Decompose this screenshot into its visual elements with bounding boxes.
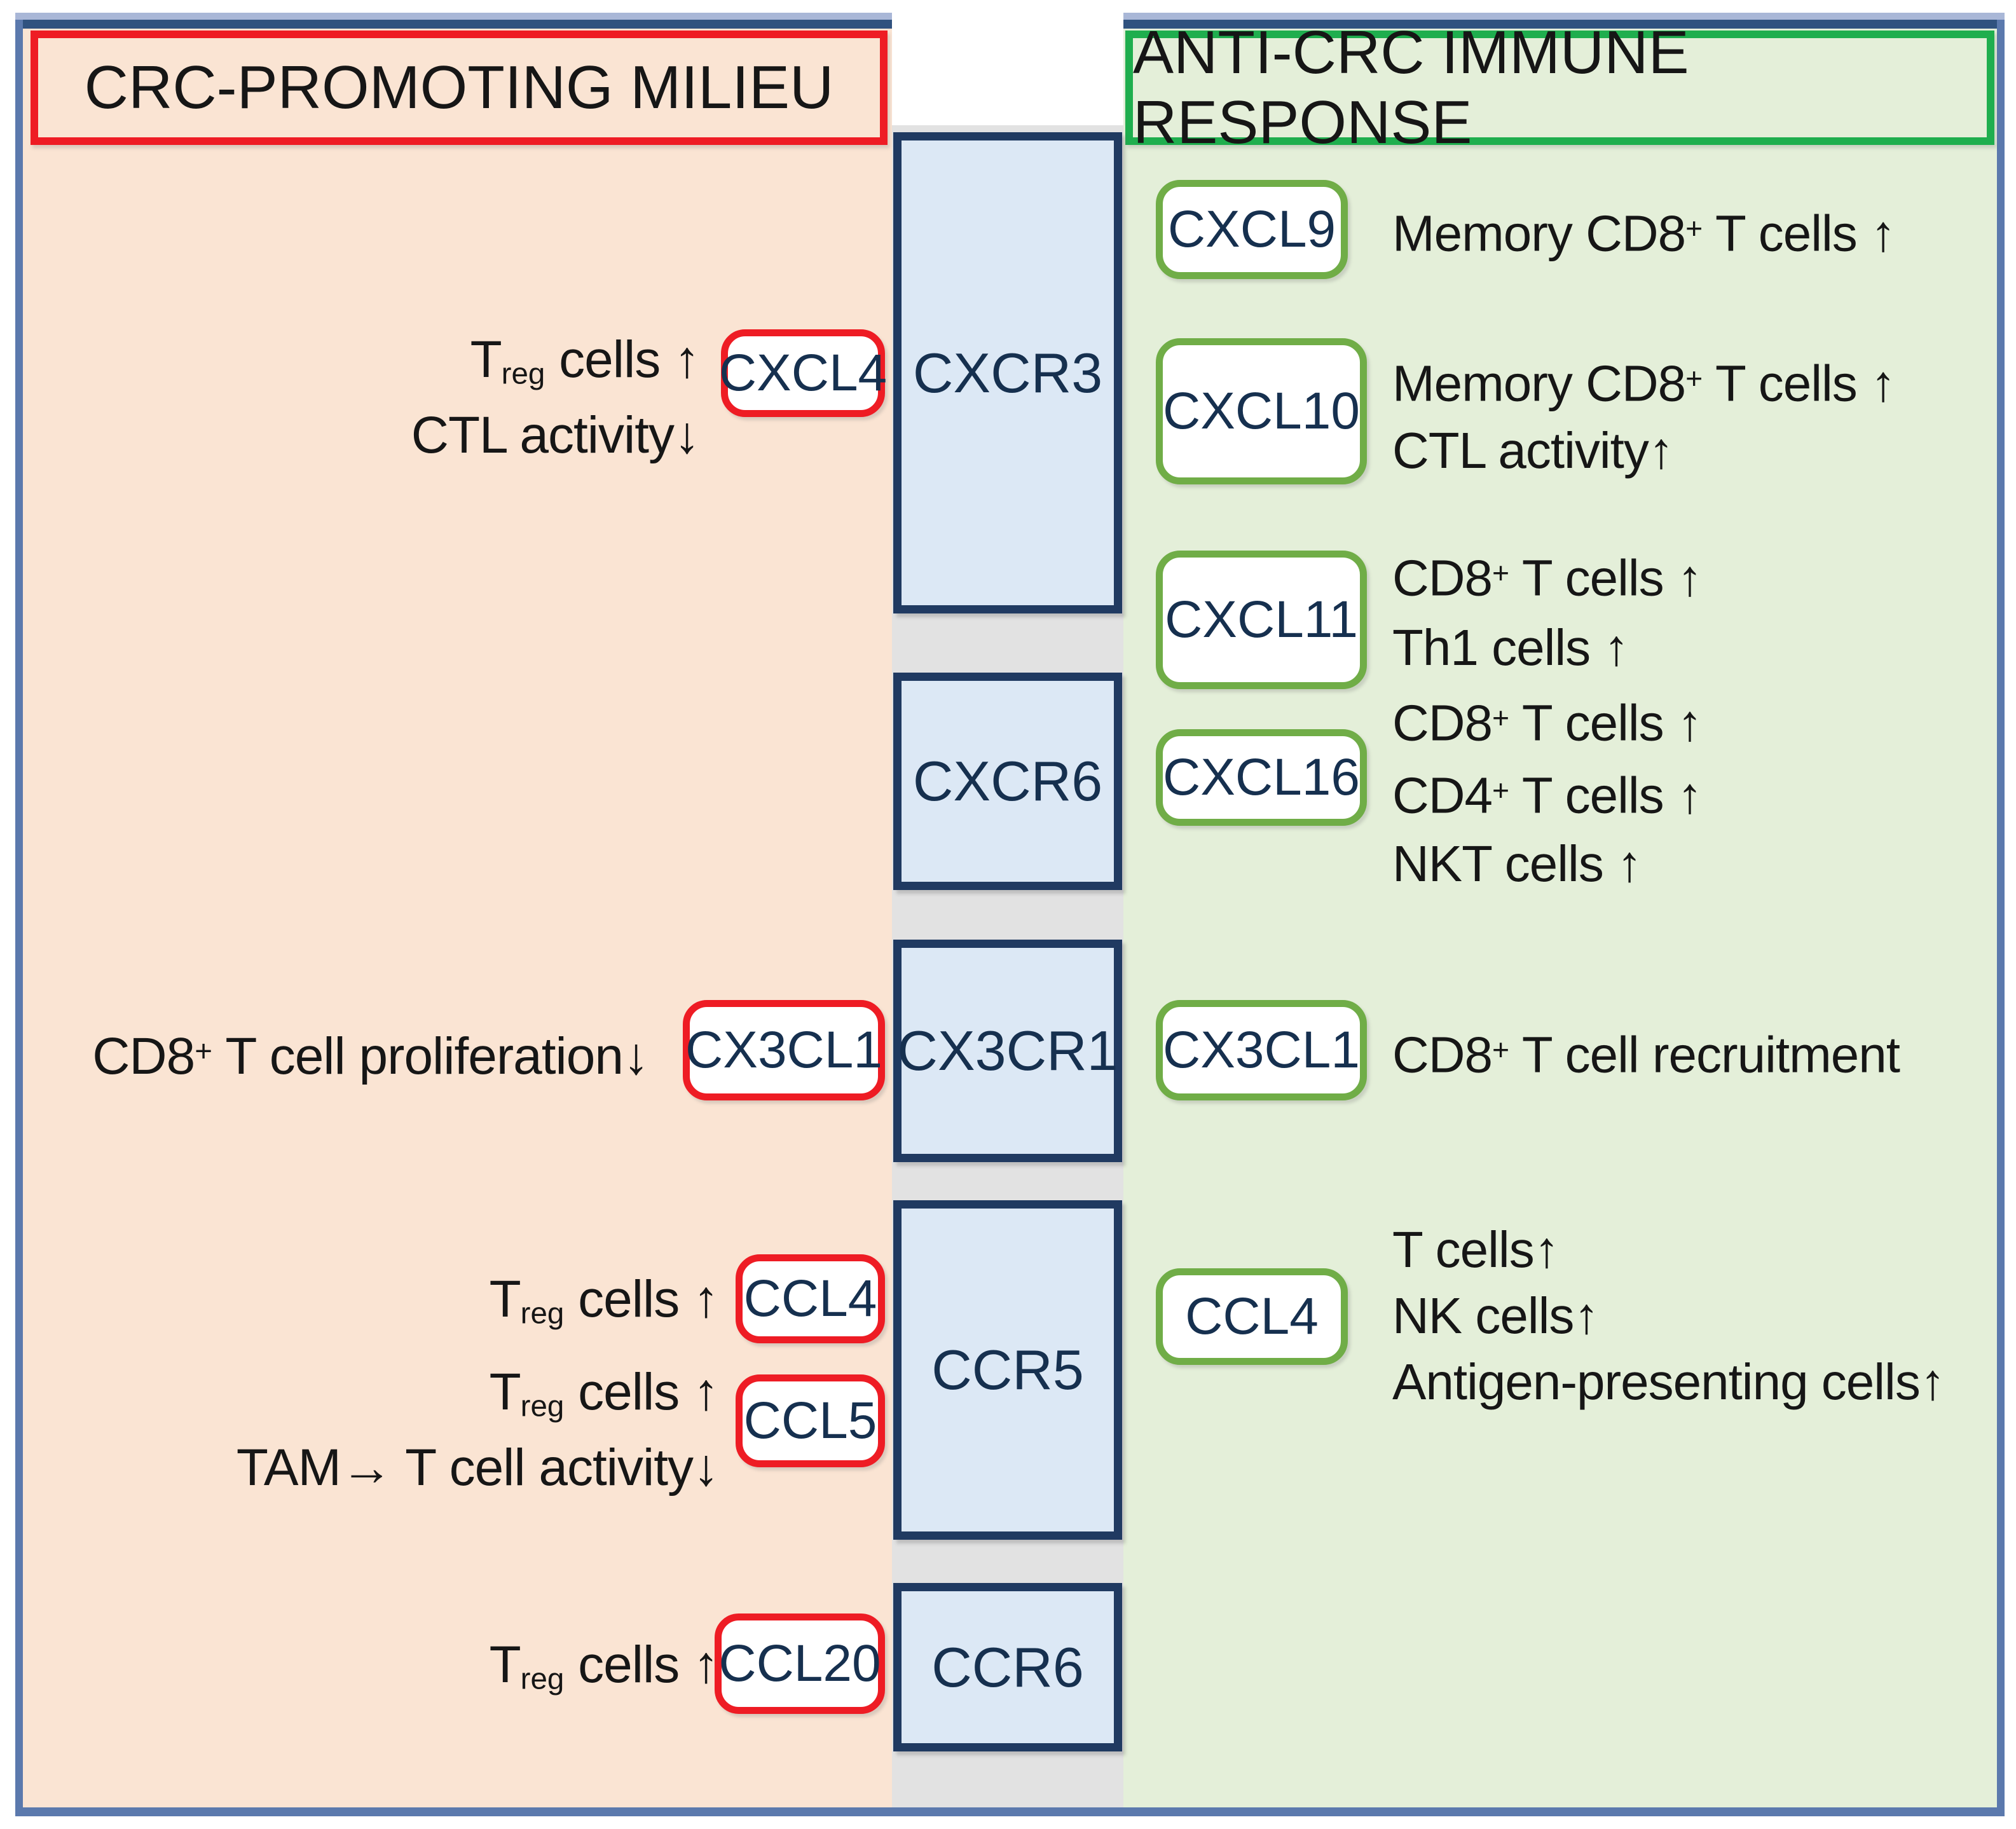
ligand-label-ccl4-right: CCL4: [1185, 1287, 1319, 1345]
effect-line: Treg cells ↑: [489, 1270, 719, 1331]
frame-top-light-left: [15, 13, 892, 20]
ligand-label-cxcl11: CXCL11: [1165, 591, 1358, 648]
header-crc-promoting: CRC-PROMOTING MILIEU: [31, 31, 888, 145]
receptor-label-cxcr3: CXCR3: [912, 341, 1103, 404]
header-crc-promoting-label: CRC-PROMOTING MILIEU: [84, 53, 834, 121]
ligand-box-ccl5: CCL5: [736, 1374, 885, 1467]
receptor-label-cx3cr1: CX3CR1: [897, 1019, 1118, 1082]
ligand-label-ccl4-left: CCL4: [743, 1270, 877, 1327]
effects-cxcl11: CD8+ T cells ↑ Th1 cells ↑: [1392, 538, 1703, 683]
effects-cx3cl1-right: CD8+ T cell recruitment: [1392, 1016, 1900, 1088]
ligand-label-cxcl10: CXCL10: [1163, 382, 1360, 440]
effect-line: CD8+ T cells ↑: [1392, 549, 1703, 606]
effects-cxcl10: Memory CD8+ T cells ↑ CTL activity↑: [1392, 345, 1896, 484]
ligand-label-cxcl4: CXCL4: [718, 344, 888, 402]
ligand-box-cx3cl1-left: CX3CL1: [683, 1000, 885, 1100]
frame-right-border: [1997, 20, 2005, 1816]
ligand-box-cxcl11: CXCL11: [1156, 551, 1367, 689]
ligand-box-cxcl10: CXCL10: [1156, 338, 1367, 484]
effect-line: TAM→ T cell activity↓: [236, 1439, 719, 1497]
effects-cxcl16: CD8+ T cells ↑ CD4+ T cells ↑ NKT cells …: [1392, 684, 1703, 898]
ligand-box-ccl4-right: CCL4: [1156, 1268, 1348, 1365]
effects-cxcl4: Treg cells ↑ CTL activity↓: [411, 329, 700, 466]
receptor-label-ccr5: CCR5: [931, 1338, 1084, 1401]
effect-line: Treg cells ↑: [470, 331, 700, 391]
ligand-box-cxcl9: CXCL9: [1156, 180, 1348, 279]
effects-ccl4-left: Treg cells ↑: [489, 1268, 719, 1344]
effect-line: NKT cells ↑: [1392, 835, 1642, 892]
ligand-box-ccl20: CCL20: [715, 1613, 885, 1714]
ligand-label-cxcl16: CXCL16: [1163, 748, 1360, 806]
receptor-box-cxcr6: CXCR6: [893, 673, 1122, 890]
effect-line: CD4+ T cells ↑: [1392, 767, 1703, 824]
ligand-label-cx3cl1-left: CX3CL1: [685, 1021, 882, 1079]
effect-line: NK cells↑: [1392, 1287, 1599, 1344]
effect-line: CTL activity↑: [1392, 422, 1674, 479]
effect-line: Memory CD8+ T cells ↑: [1392, 205, 1896, 262]
ligand-label-cx3cl1-right: CX3CL1: [1163, 1021, 1360, 1079]
receptor-label-cxcr6: CXCR6: [912, 750, 1103, 812]
effect-line: Memory CD8+ T cells ↑: [1392, 355, 1896, 412]
effect-line: CD8+ T cell recruitment: [1392, 1026, 1900, 1083]
effects-cxcl9: Memory CD8+ T cells ↑: [1392, 195, 1896, 267]
receptor-label-ccr6: CCR6: [931, 1635, 1084, 1699]
frame-top-navy-left: [15, 20, 892, 29]
effect-line: CTL activity↓: [411, 406, 700, 465]
ligand-label-cxcl9: CXCL9: [1167, 200, 1336, 258]
crc-promoting-panel: [23, 29, 892, 1807]
ligand-box-cxcl16: CXCL16: [1156, 729, 1367, 826]
receptor-box-ccr5: CCR5: [893, 1200, 1122, 1540]
ligand-box-ccl4-left: CCL4: [736, 1254, 885, 1343]
effect-line: Antigen-presenting cells↑: [1392, 1353, 1945, 1410]
effect-line: CD8+ T cells ↑: [1392, 694, 1703, 751]
effect-line: CD8+ T cell proliferation↓: [92, 1027, 649, 1085]
effect-line: T cells↑: [1392, 1221, 1560, 1278]
ligand-label-ccl5: CCL5: [743, 1392, 877, 1449]
effects-cx3cl1-left: CD8+ T cell proliferation↓: [92, 1020, 649, 1087]
frame-top-navy-right: [1123, 20, 2005, 29]
effects-ccl20: Treg cells ↑: [489, 1634, 719, 1709]
effects-ccl5: Treg cells ↑ TAM→ T cell activity↓: [236, 1361, 719, 1498]
receptor-box-ccr6: CCR6: [893, 1583, 1122, 1751]
effect-line: Treg cells ↑: [489, 1636, 719, 1696]
ligand-box-cx3cl1-right: CX3CL1: [1156, 1000, 1367, 1100]
header-anti-crc: ANTI-CRC IMMUNE RESPONSE: [1125, 18, 1994, 156]
receptor-box-cxcr3: CXCR3: [893, 132, 1122, 613]
ligand-box-cxcl4: CXCL4: [718, 329, 888, 417]
ligand-label-ccl20: CCL20: [718, 1634, 881, 1692]
anti-crc-panel: [1123, 29, 1997, 1807]
frame-left-border: [15, 20, 23, 1816]
effect-line: Treg cells ↑: [489, 1363, 719, 1423]
header-anti-crc-label: ANTI-CRC IMMUNE RESPONSE: [1133, 18, 1689, 156]
frame-bottom-border: [15, 1807, 2005, 1816]
effect-line: Th1 cells ↑: [1392, 619, 1629, 676]
effects-ccl4-right: T cells↑ NK cells↑ Antigen-presenting ce…: [1392, 1217, 1945, 1415]
receptor-box-cx3cr1: CX3CR1: [893, 940, 1122, 1162]
frame-top-light-right: [1123, 13, 2005, 20]
